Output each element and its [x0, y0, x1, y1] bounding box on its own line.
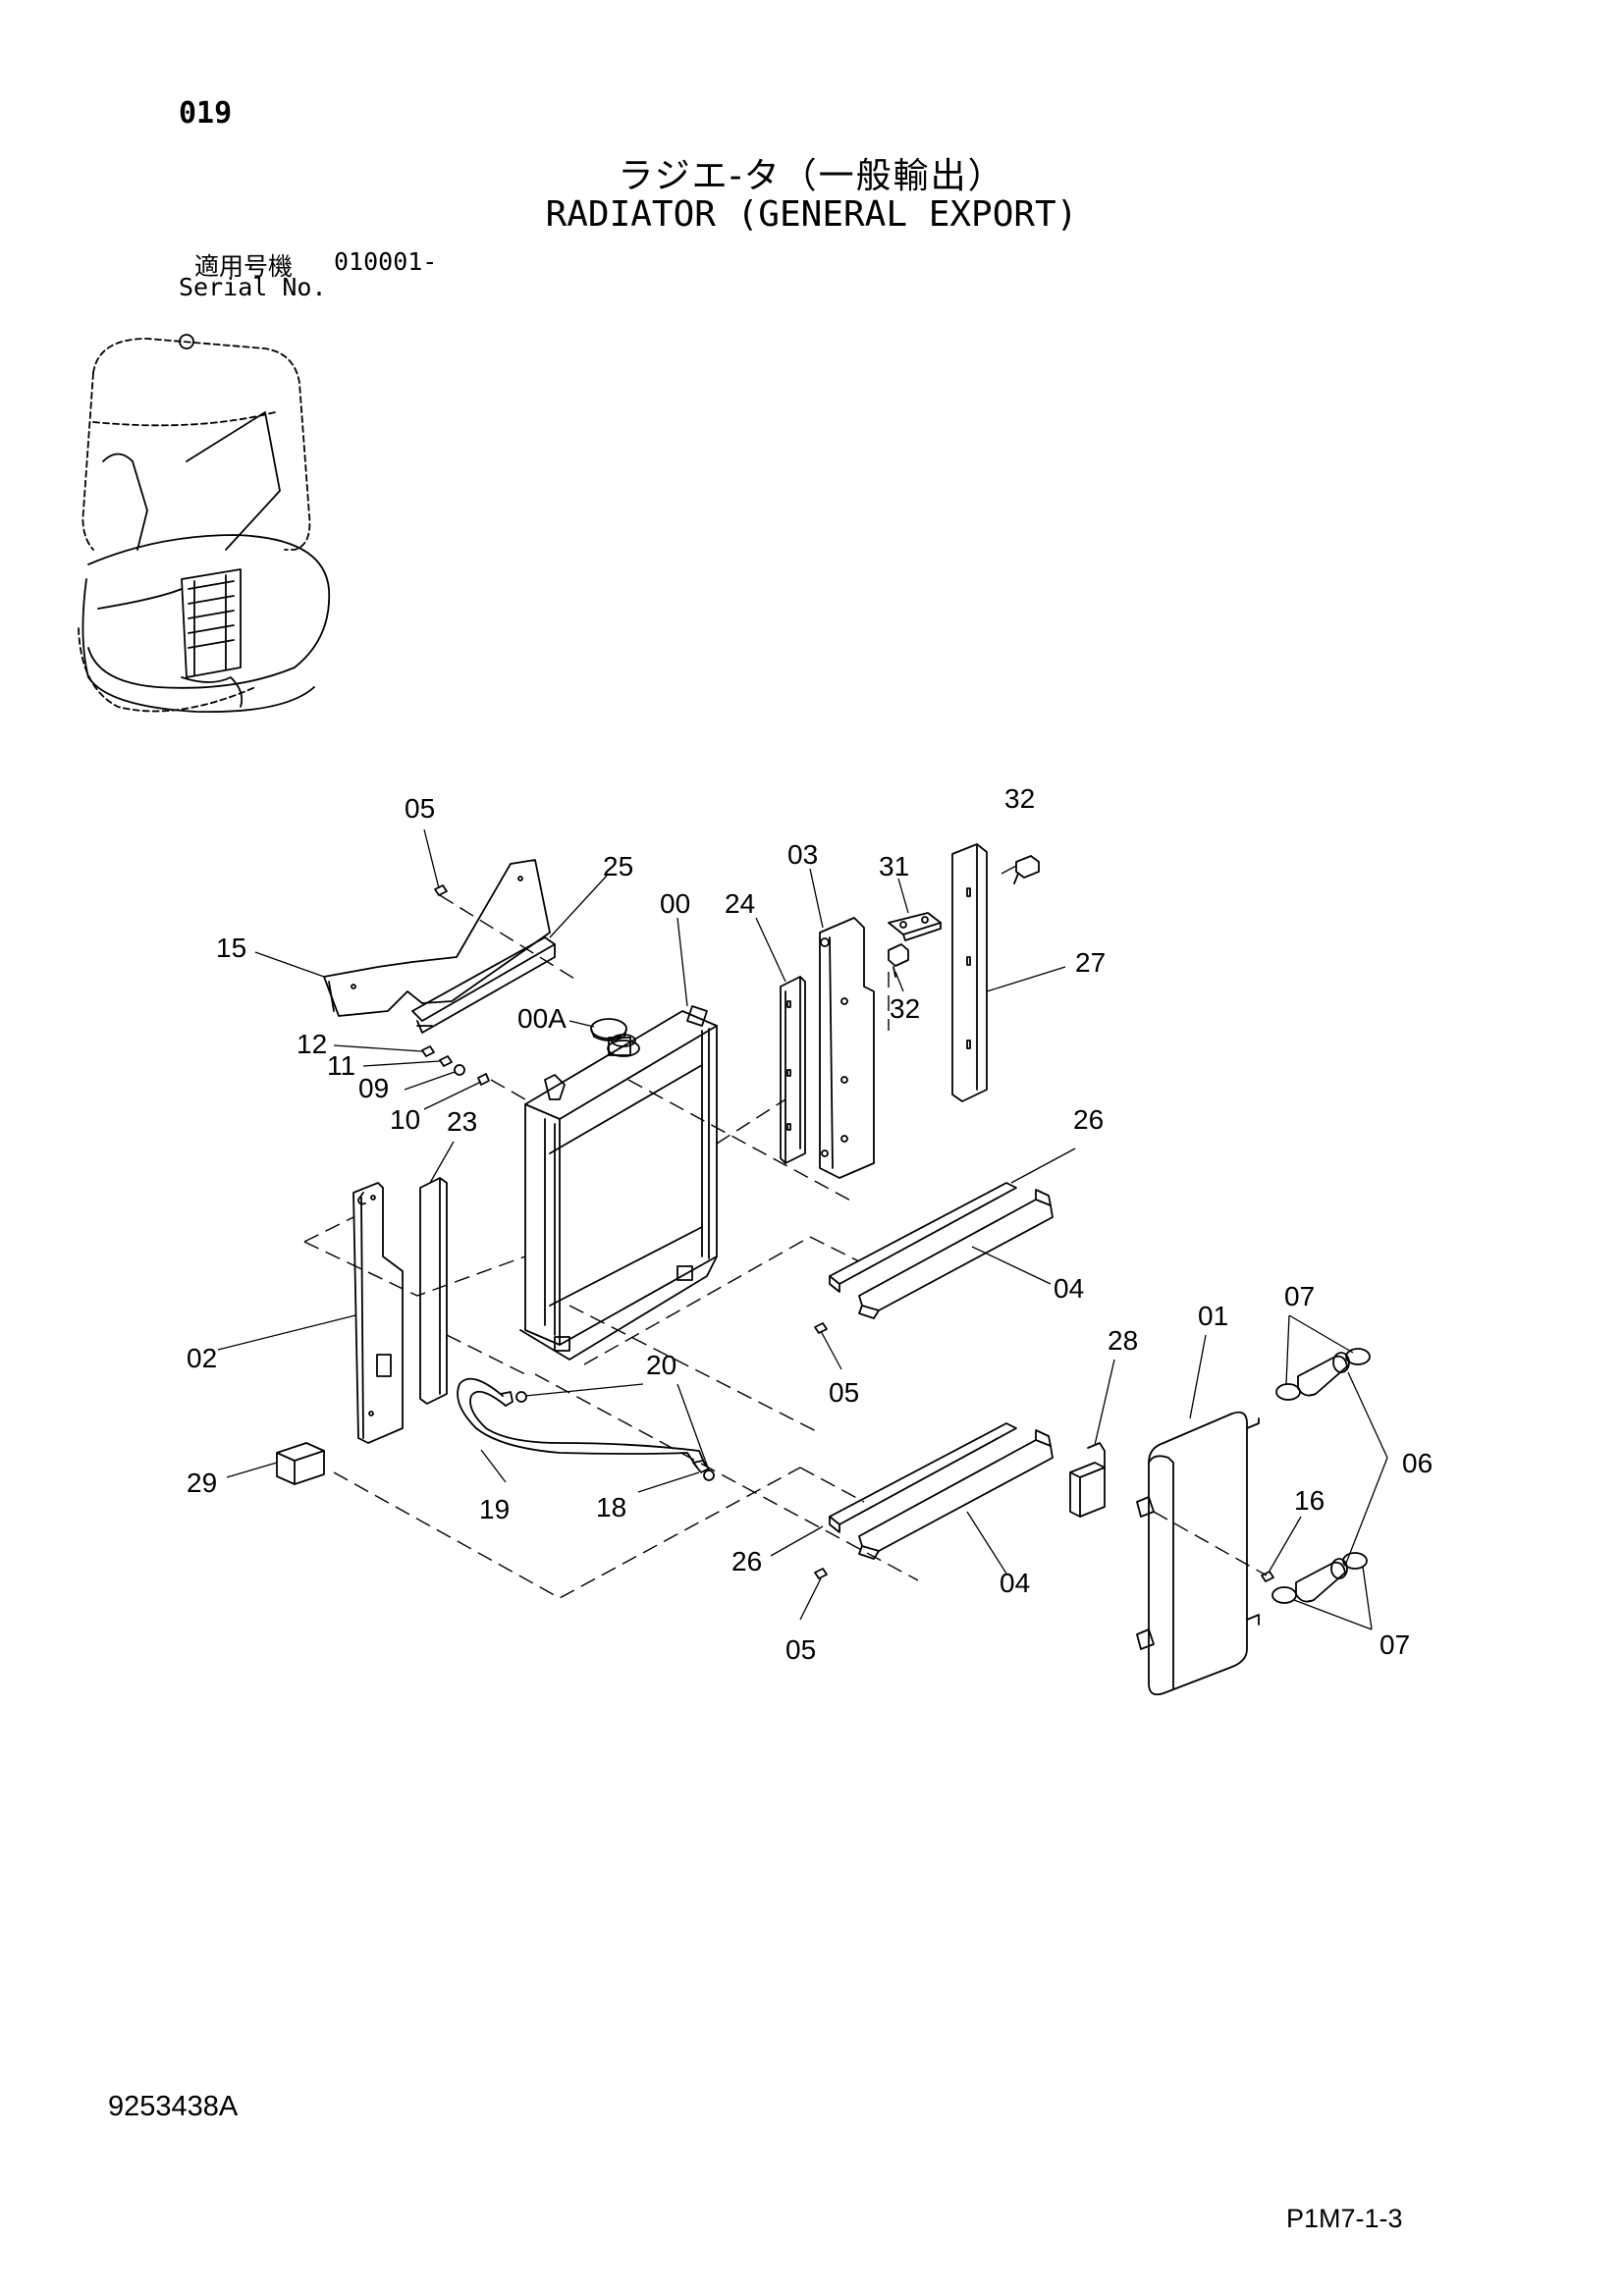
part-31-plate [888, 912, 942, 941]
callout-16: 16 [1294, 1485, 1325, 1516]
title-japanese: ラジエ-タ（一般輸出） [618, 156, 1005, 196]
part-29-block [276, 1442, 325, 1485]
serial-label-japanese: 適用号機 [194, 252, 294, 281]
part-19-hose [457, 1377, 710, 1473]
callout-19: 19 [479, 1494, 510, 1524]
callout-28: 28 [1108, 1325, 1138, 1356]
part-03-bracket [819, 917, 875, 1179]
part-04-bracket-lower [858, 1429, 1054, 1560]
part-26-strip-lower [829, 1422, 1017, 1533]
part-02-left-shroud [352, 1182, 404, 1444]
callout-07-upper: 07 [1284, 1281, 1315, 1311]
part-24-seal [780, 976, 806, 1164]
part-06-hose-upper [1297, 1352, 1350, 1397]
part-07-clamp-upper [1275, 1348, 1371, 1401]
callout-09: 09 [358, 1073, 389, 1103]
part-00A-radiator-cap [590, 1018, 627, 1041]
callout-12: 12 [297, 1029, 327, 1059]
part-06-hose-lower [1295, 1558, 1348, 1603]
parts-12-11-09-10-fasteners [421, 1045, 490, 1086]
callout-26-upper: 26 [1073, 1104, 1104, 1135]
callout-25: 25 [603, 851, 633, 881]
part-20-clamp [515, 1391, 715, 1481]
part-04-bracket-upper [858, 1189, 1054, 1319]
assembly-dashed-lines [303, 894, 1268, 1599]
callout-01: 01 [1198, 1301, 1228, 1331]
callout-20: 20 [646, 1350, 676, 1380]
part-01-oil-cooler [1136, 1411, 1260, 1696]
part-15-upper-shroud [323, 859, 551, 1017]
document-code: 9253438A [108, 2091, 239, 2122]
callout-23: 23 [447, 1106, 477, 1137]
callout-31: 31 [879, 851, 909, 881]
callout-26-lower: 26 [731, 1546, 762, 1576]
callout-24: 24 [725, 888, 755, 919]
part-05-screw [434, 884, 828, 1579]
callout-05-mid: 05 [829, 1377, 859, 1408]
page-reference: P1M7-1-3 [1286, 2204, 1403, 2233]
callout-05-bottom: 05 [785, 1634, 816, 1665]
callout-04-upper: 04 [1054, 1273, 1084, 1304]
callout-15: 15 [216, 933, 246, 963]
machine-location-thumbnail [78, 334, 331, 714]
callout-00: 00 [660, 888, 690, 919]
callout-02: 02 [187, 1343, 217, 1373]
callout-07-lower: 07 [1380, 1629, 1410, 1660]
callout-05: 05 [405, 793, 435, 824]
callout-32-top: 32 [1004, 783, 1035, 814]
callout-11: 11 [327, 1050, 355, 1081]
page-number: 019 [179, 96, 233, 131]
part-16-nut [1261, 1571, 1274, 1582]
callout-labels: 05 25 00 24 03 31 32 27 15 00A 12 11 09 … [187, 783, 1433, 1665]
part-27-bar [951, 843, 988, 1102]
callout-32-lower: 32 [890, 993, 920, 1024]
serial-label-english: Serial No. [179, 273, 327, 301]
callout-18: 18 [596, 1492, 626, 1522]
part-00-radiator-core [519, 1005, 718, 1361]
title-english: RADIATOR (GENERAL EXPORT) [545, 194, 1078, 235]
part-32-bolt [888, 855, 1040, 978]
serial-number-value: 010001- [334, 247, 438, 276]
callout-leader-lines [217, 828, 1388, 1630]
callout-27: 27 [1075, 947, 1106, 978]
callout-00A: 00A [517, 1003, 567, 1034]
callout-04-lower: 04 [1000, 1568, 1030, 1598]
part-28-bracket [1069, 1442, 1106, 1518]
callout-06: 06 [1402, 1448, 1433, 1478]
callout-29: 29 [187, 1468, 217, 1498]
part-23-seal [419, 1177, 448, 1405]
callout-10: 10 [390, 1104, 420, 1135]
part-26-strip-upper [829, 1182, 1017, 1293]
callout-03: 03 [787, 839, 818, 870]
part-25-seal [411, 936, 556, 1034]
